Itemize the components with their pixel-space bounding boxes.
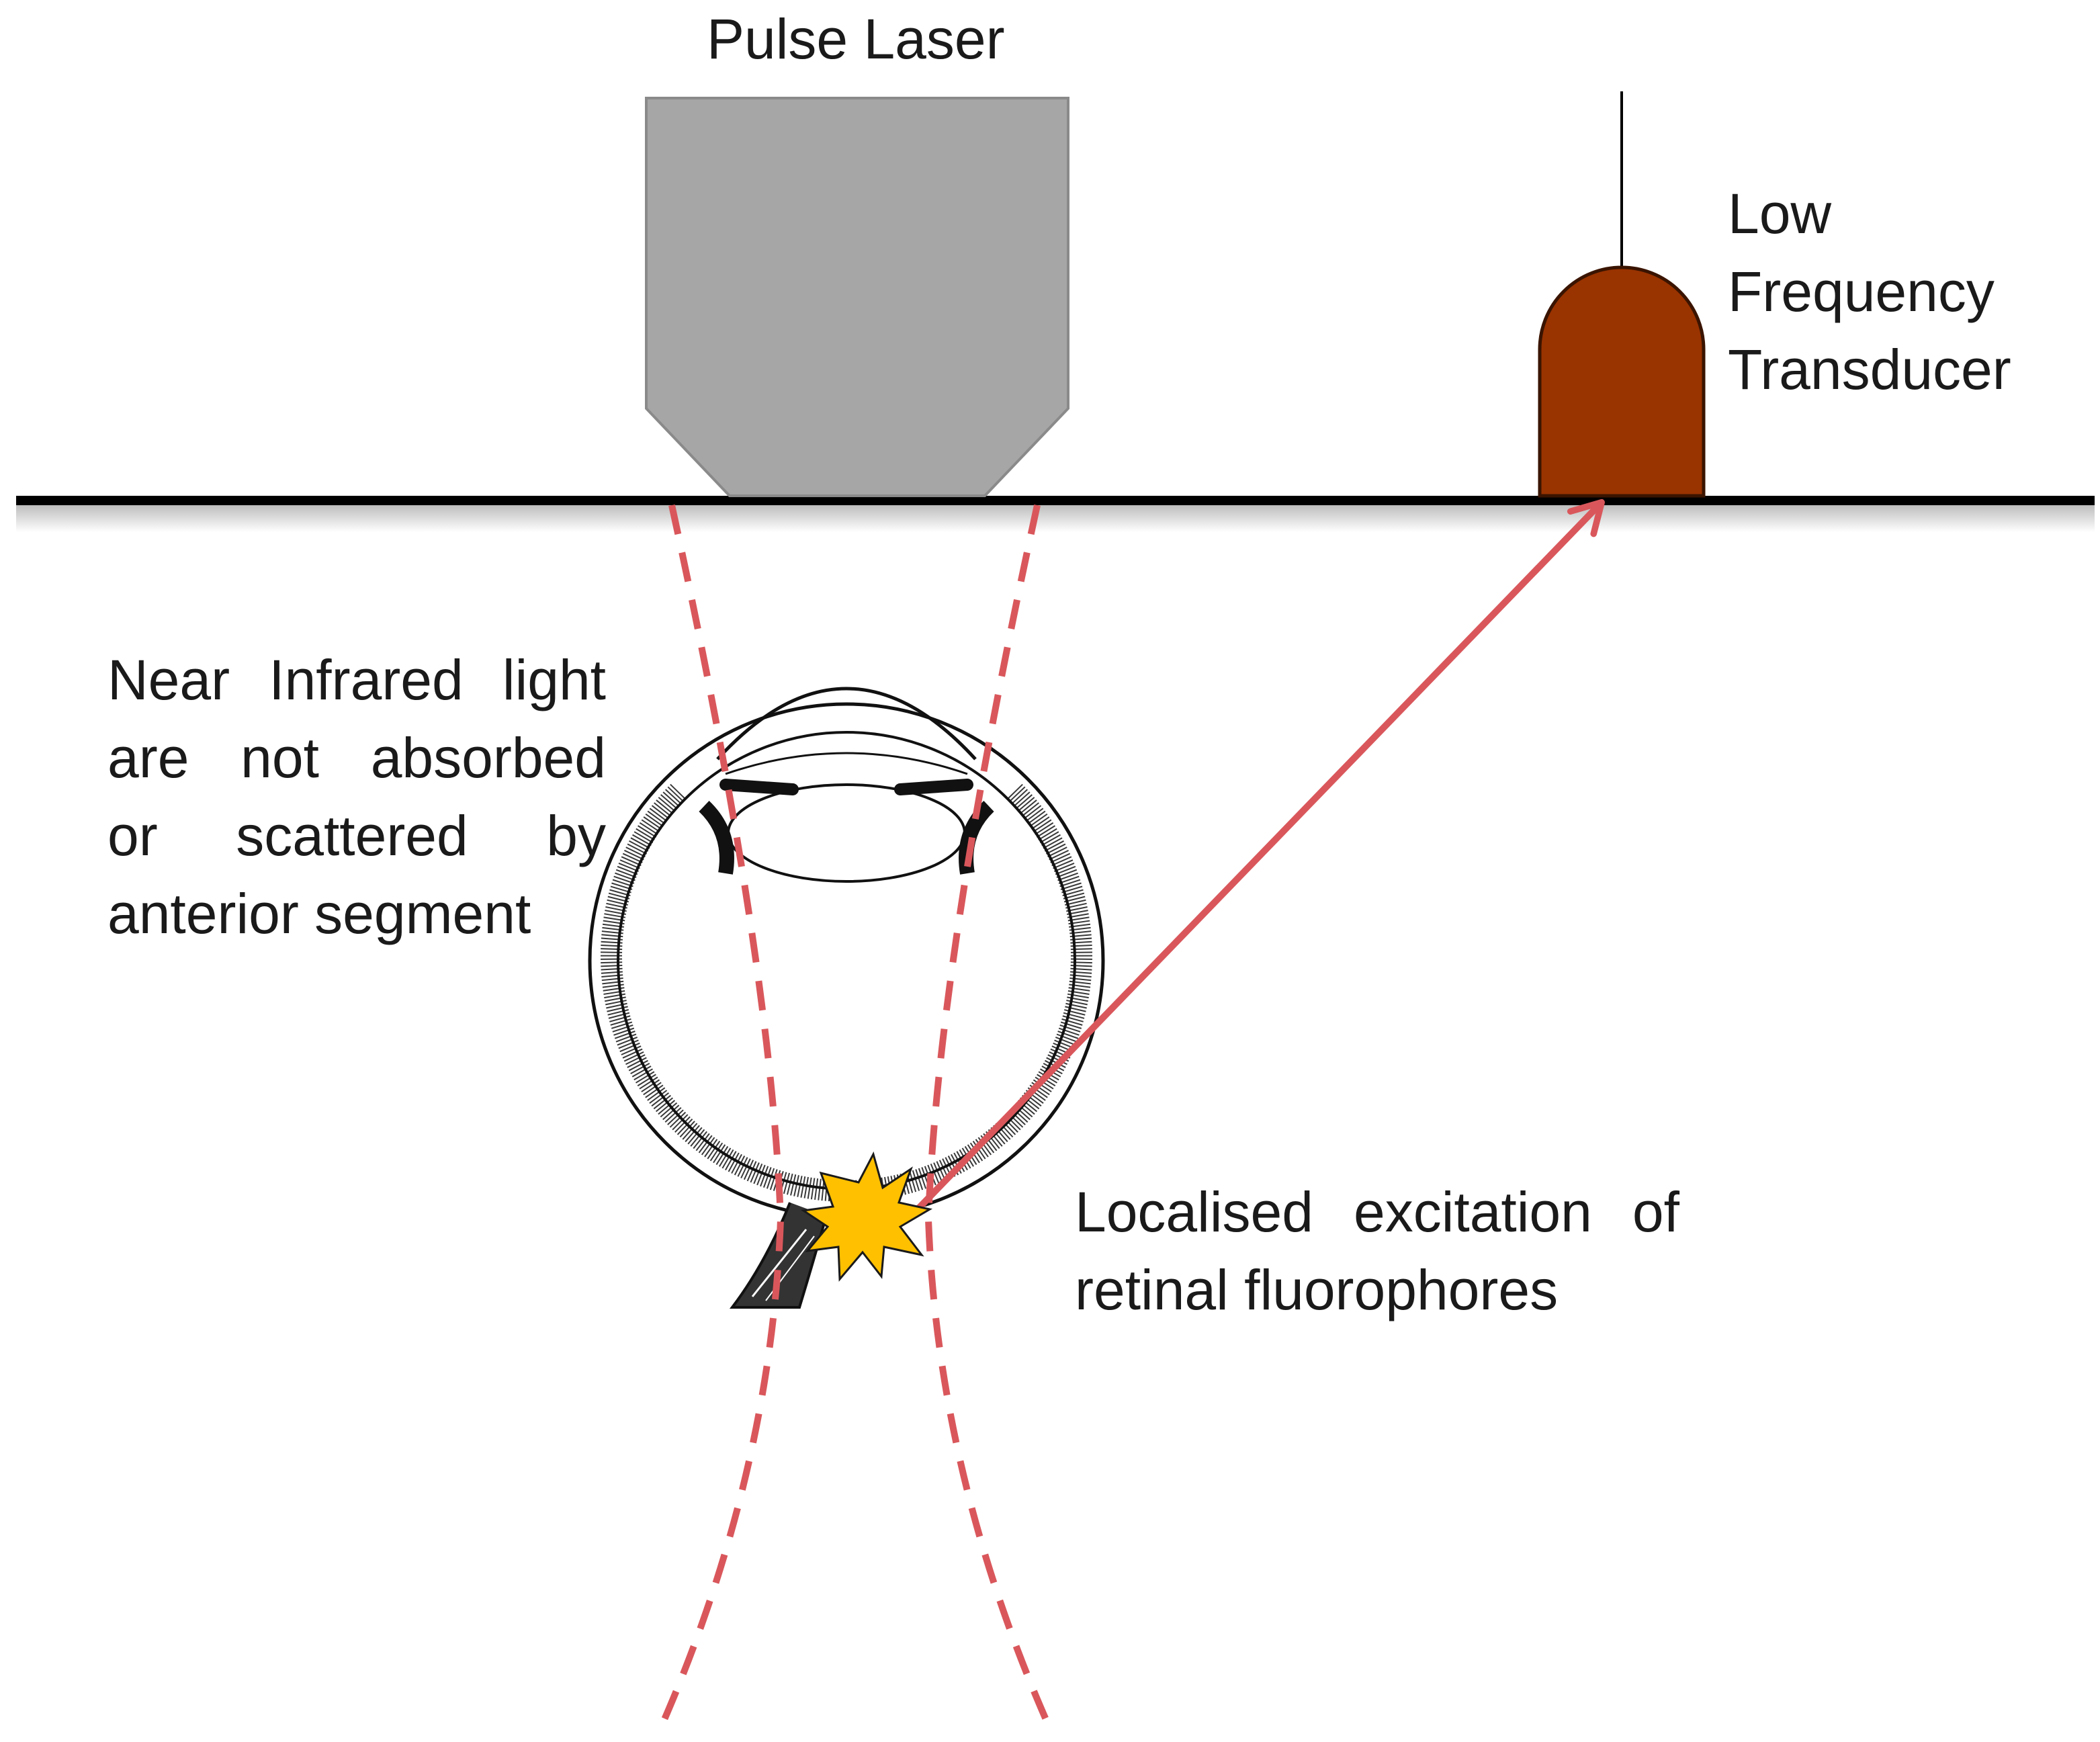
acoustic-signal-arrow: [915, 498, 1605, 1212]
surface-shadow: [16, 505, 2095, 532]
excitation-label: Localised excitation of retinal fluoroph…: [1075, 1173, 1679, 1329]
excitation-spark-icon: [800, 1151, 933, 1282]
nir-label-line-4: anterior segment: [107, 882, 531, 945]
transducer-body: [1538, 265, 1706, 498]
transducer-label-line-1: Low: [1728, 182, 1832, 245]
transducer-label: Low Frequency Transducer: [1728, 175, 2011, 408]
nir-label-line-2: are not absorbed: [107, 726, 606, 789]
excitation-label-line-1: Localised excitation of: [1075, 1180, 1679, 1244]
transducer-label-line-2: Frequency: [1728, 260, 1995, 323]
excitation-label-line-2: retinal fluorophores: [1075, 1258, 1559, 1321]
nir-label-line-3: or scattered by: [107, 804, 606, 867]
pulse-laser-label: Pulse Laser: [707, 7, 1005, 71]
beam-right-edge: [924, 504, 1055, 1735]
transducer-label-line-3: Transducer: [1728, 338, 2011, 401]
nir-label-line-1: Near Infrared light: [107, 648, 606, 711]
pulse-laser-body: [645, 97, 1069, 497]
near-infrared-label: Near Infrared light are not absorbed or …: [107, 641, 606, 953]
beam-left-edge: [655, 504, 785, 1735]
laser-beam: [655, 504, 1055, 1735]
